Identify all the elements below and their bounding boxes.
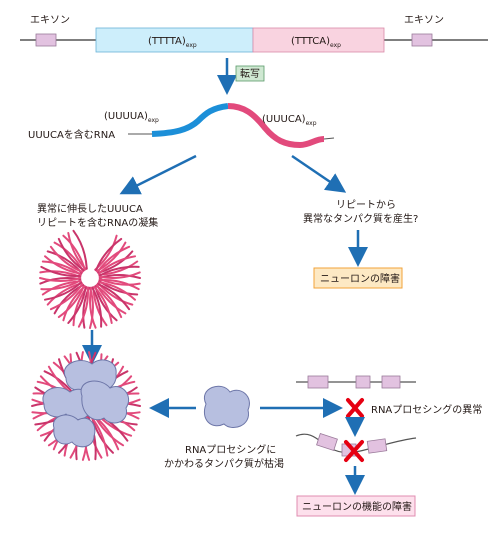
- exon-right: [411, 33, 433, 47]
- rna-strand: [44, 255, 83, 275]
- abnormal-protein-line1: リピートから: [336, 199, 396, 211]
- neuron-disorder-box: [313, 267, 403, 289]
- rna-strand: [44, 281, 83, 301]
- rna-strand: [89, 286, 94, 329]
- arrow-to-abnormal-protein: [291, 154, 347, 193]
- arrow-to-aggregation: [119, 154, 197, 195]
- rna-strand: [49, 245, 84, 273]
- rna-strand: [98, 265, 140, 277]
- uuuua-label: (UUUUA)exp: [104, 111, 159, 124]
- neuron-disorder-label: ニューロンの障害: [320, 272, 400, 285]
- pre-mrna: [296, 375, 416, 389]
- abnormal-protein-line2: 異常なタンパク質を産生?: [303, 212, 418, 225]
- rna-molecule: (UUUUA)exp (UUUCA)exp UUUCAを含むRNA: [28, 103, 335, 149]
- exon-left-label: エキソン: [30, 15, 70, 26]
- transcription-box: [235, 65, 265, 82]
- aberrant-mrna: [295, 433, 417, 457]
- rna-strand: [93, 285, 113, 324]
- rna-strand: [97, 255, 136, 275]
- rna-strand: [57, 284, 85, 319]
- rna-strand: [97, 281, 136, 301]
- aggregation-line1: 異常に伸長したUUUCA: [37, 202, 143, 215]
- rna-strand: [49, 283, 84, 311]
- processing-block-cross-2: [344, 440, 364, 462]
- rna-strand: [98, 279, 140, 291]
- rna-strand: [95, 237, 123, 272]
- rna-strand: [95, 284, 123, 319]
- rna-strand: [91, 286, 103, 328]
- ttta-label: (TTTTA)exp: [148, 36, 197, 49]
- rna-containing-label: UUUCAを含むRNA: [28, 128, 115, 141]
- rna-strand: [77, 286, 89, 328]
- sequestered-proteins: [42, 359, 130, 448]
- neuron-function-disorder-label: ニューロンの機能の障害: [302, 500, 412, 513]
- exon-right-label: エキソン: [404, 15, 444, 26]
- rna-strand: [67, 232, 87, 271]
- rna-strand: [96, 283, 131, 311]
- rna-strand: [57, 237, 85, 272]
- protein-depletion-line2: かかわるタンパク質が枯渇: [164, 457, 284, 470]
- transcription-label: 転写: [240, 68, 260, 80]
- ttca-label: (TTTCA)exp: [291, 36, 341, 49]
- repeat-ttca-region: [252, 27, 385, 53]
- rna-strand: [72, 229, 88, 270]
- rna-strand: [98, 271, 141, 279]
- rna-aggregate: [39, 229, 141, 329]
- rna-strand: [39, 277, 82, 282]
- rna-strand: [40, 279, 82, 291]
- rna-processing-protein: [203, 385, 250, 428]
- rna-strand: [67, 285, 87, 324]
- protein-depletion-line1: RNAプロセシングに: [185, 443, 276, 456]
- neuron-function-disorder-box: [296, 495, 416, 517]
- rna-strand: [96, 245, 131, 273]
- gene: エキソン エキソン (TTTTA)exp (TTTCA)exp: [20, 15, 488, 53]
- exon-left: [35, 33, 57, 47]
- aggregation-line2: リピートを含むRNAの凝集: [37, 216, 158, 229]
- rna-processing-abnormal-label: RNAプロセシングの異常: [371, 403, 482, 416]
- rna-strand: [40, 265, 82, 277]
- processing-block-cross-1: [346, 398, 364, 418]
- uuuca-label: (UUUCA)exp: [262, 114, 317, 127]
